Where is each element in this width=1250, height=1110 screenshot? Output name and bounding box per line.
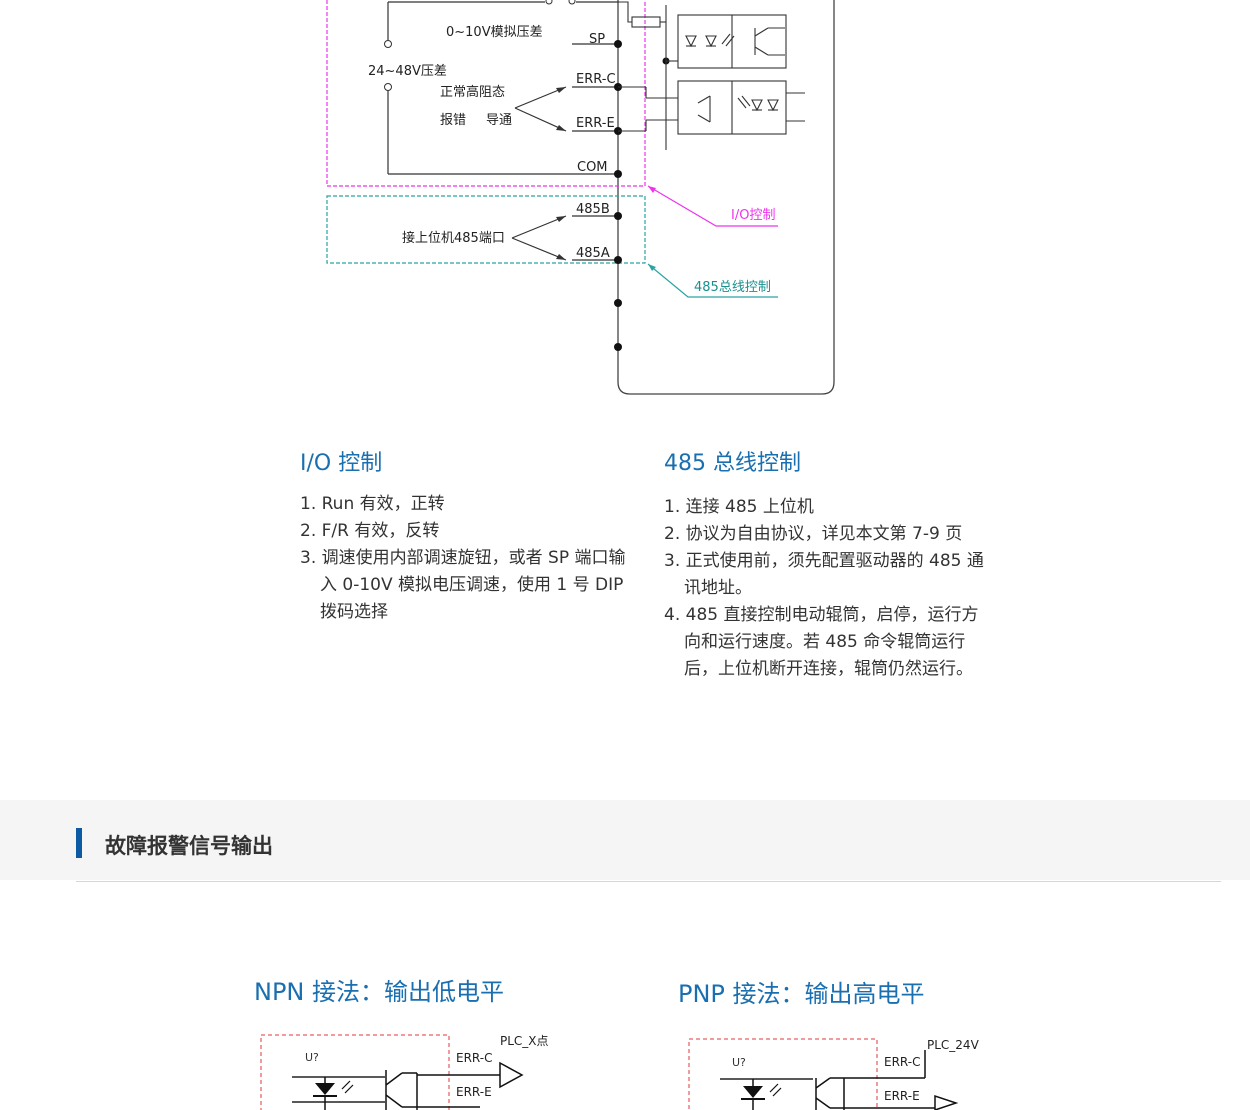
list-item: 2. 协议为自由协议，详见本文第 7-9 页	[664, 524, 963, 544]
npn-circuit: U? ERR-C ERR-E PLC_X点	[260, 1034, 549, 1110]
io-section-title: I/O 控制	[300, 451, 383, 476]
fault-section-title: 故障报警信号输出	[105, 834, 273, 858]
io-section: I/O 控制 1. Run 有效，正转 2. F/R 有效，反转 3. 调速使用…	[300, 445, 630, 626]
section-divider	[76, 881, 1221, 882]
list-item: 2. F/R 有效，反转	[300, 521, 440, 541]
bus-control-callout: 485总线控制	[694, 280, 771, 295]
npn-title: NPN 接法：输出低电平	[254, 978, 505, 1006]
io-callout-line	[647, 185, 778, 227]
error-label: 报错	[440, 113, 466, 128]
npn-component-label: U?	[305, 1051, 319, 1064]
driver-outline	[617, 0, 835, 395]
terminal-circle	[384, 40, 392, 48]
bus-callout-line	[647, 263, 778, 298]
io-steps-list: 1. Run 有效，正转 2. F/R 有效，反转 3. 调速使用内部调速旋钮，…	[300, 491, 630, 626]
bus-steps-list: 1. 连接 485 上位机 2. 协议为自由协议，详见本文第 7-9 页 3. …	[664, 494, 984, 683]
bus-section-title: 485 总线控制	[664, 451, 801, 476]
pnp-err-c-label: ERR-C	[884, 1055, 920, 1069]
section-accent-bar	[76, 828, 82, 858]
com-label: COM	[577, 160, 608, 175]
pnp-err-e-label: ERR-E	[884, 1089, 920, 1103]
io-control-callout: I/O控制	[731, 208, 775, 223]
list-item: 1. 连接 485 上位机	[664, 497, 814, 517]
pressure-diff-label: 24~48V压差	[368, 64, 447, 79]
optocoupler-circuits	[618, 1, 805, 150]
list-item: 4. 485 直接控制电动辊筒，启停，运行方向和运行速度。若 485 命令辊筒运…	[664, 605, 979, 679]
pnp-plc-label: PLC_24V	[927, 1038, 980, 1052]
pnp-title: PNP 接法：输出高电平	[678, 980, 925, 1008]
wiring-diagram: 0~10V模拟压差 SP 24~48V压差 ERR-C 正常高阻态 报错 导通 …	[326, 0, 835, 395]
host-port-label: 接上位机485端口	[402, 230, 505, 246]
pnp-component-label: U?	[732, 1056, 746, 1069]
analog-input-label: 0~10V模拟压差	[446, 25, 543, 40]
npn-plc-label: PLC_X点	[500, 1034, 549, 1048]
fault-section-band	[0, 800, 1250, 880]
conduct-label: 导通	[486, 113, 512, 128]
err-c-label: ERR-C	[576, 72, 616, 87]
list-item: 3. 调速使用内部调速旋钮，或者 SP 端口输入 0-10V 模拟电压调速，使用…	[300, 548, 626, 622]
npn-err-c-label: ERR-C	[456, 1051, 492, 1065]
list-item: 3. 正式使用前，须先配置驱动器的 485 通讯地址。	[664, 551, 984, 598]
err-e-label: ERR-E	[576, 116, 615, 131]
bus-dashed-box	[326, 195, 646, 264]
io-dashed-box	[326, 0, 646, 187]
normal-state-label: 正常高阻态	[440, 84, 505, 100]
485a-label: 485A	[576, 246, 610, 261]
bus-section: 485 总线控制 1. 连接 485 上位机 2. 协议为自由协议，详见本文第 …	[664, 445, 984, 683]
terminal-dots	[614, 40, 670, 351]
sp-label: SP	[589, 32, 605, 47]
pnp-circuit: U? ERR-C ERR-E PLC_24V	[688, 1038, 980, 1110]
485b-label: 485B	[576, 202, 610, 217]
list-item: 1. Run 有效，正转	[300, 494, 445, 514]
npn-err-e-label: ERR-E	[456, 1085, 492, 1099]
